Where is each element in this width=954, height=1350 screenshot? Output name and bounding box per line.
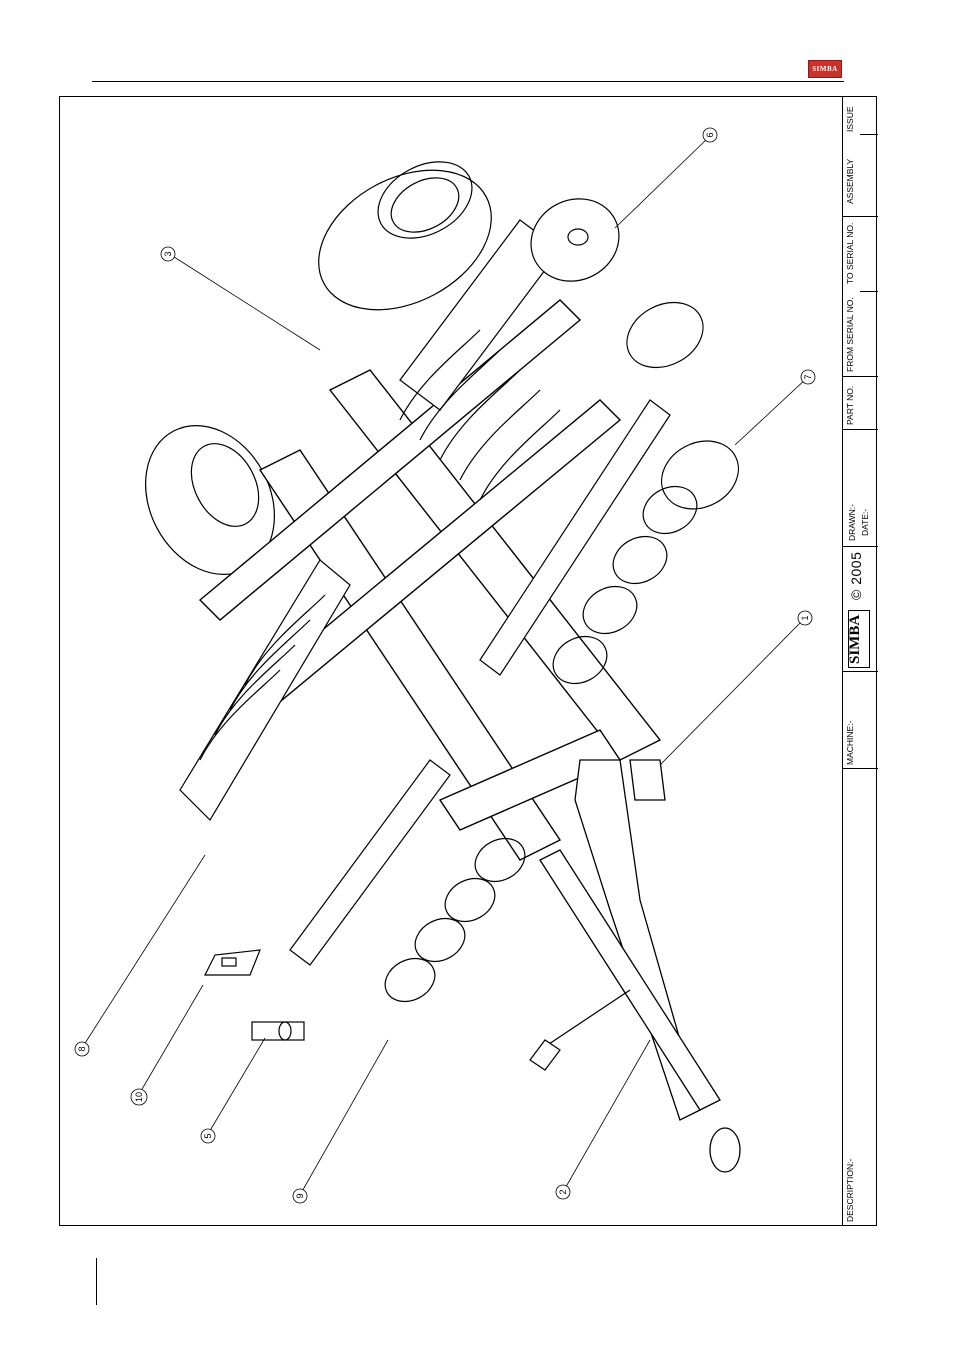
assembly-label: ASSEMBLY: [845, 159, 855, 204]
svg-text:2: 2: [558, 1189, 568, 1194]
svg-text:1: 1: [800, 615, 810, 620]
callout-1: 1: [798, 611, 812, 625]
callout-5: 5: [201, 1129, 215, 1143]
tb-divider: [843, 671, 878, 672]
machine-label: MACHINE:-: [845, 721, 855, 765]
from-serial-label: FROM SERIAL NO.: [845, 297, 855, 372]
part-no-label: PART NO.: [845, 386, 855, 425]
svg-text:6: 6: [705, 132, 715, 137]
simba-brand: SIMBA: [850, 615, 860, 664]
date-label: DATE:-: [860, 509, 870, 536]
to-serial-label: TO SERIAL NO.: [845, 223, 855, 284]
callout-9: 9: [293, 1189, 307, 1203]
callout-6: 6: [703, 128, 717, 142]
tb-divider: [843, 546, 878, 547]
description-label: DESCRIPTION:-: [845, 1159, 855, 1222]
callout-10: 10: [131, 1089, 147, 1105]
svg-text:5: 5: [203, 1133, 213, 1138]
page-margin-mark: [96, 1258, 97, 1305]
callout-2: 2: [556, 1185, 570, 1199]
spare-canister: [252, 1022, 304, 1040]
issue-label: ISSUE: [845, 106, 855, 132]
hydraulic-hoses: [530, 990, 630, 1070]
svg-text:7: 7: [803, 374, 813, 379]
svg-text:8: 8: [77, 1046, 87, 1051]
operator-manual: [205, 950, 260, 975]
callout-balloons: 1 2 3 5 6 7 8 9: [75, 128, 815, 1203]
tb-divider: [860, 291, 878, 292]
svg-text:3: 3: [163, 251, 173, 256]
tb-divider: [860, 134, 878, 135]
callout-3: 3: [161, 247, 175, 261]
tb-divider: [843, 768, 878, 769]
svg-text:9: 9: [295, 1193, 305, 1198]
tb-divider: [843, 429, 878, 430]
copyright-2005: © 2005: [851, 552, 861, 600]
svg-text:10: 10: [134, 1092, 144, 1102]
callout-7: 7: [801, 370, 815, 384]
drawn-label: DRAWN:-: [847, 504, 857, 541]
tb-divider: [843, 216, 878, 217]
drawbar: [540, 760, 740, 1172]
tb-divider: [843, 376, 878, 377]
callout-8: 8: [75, 1042, 89, 1056]
